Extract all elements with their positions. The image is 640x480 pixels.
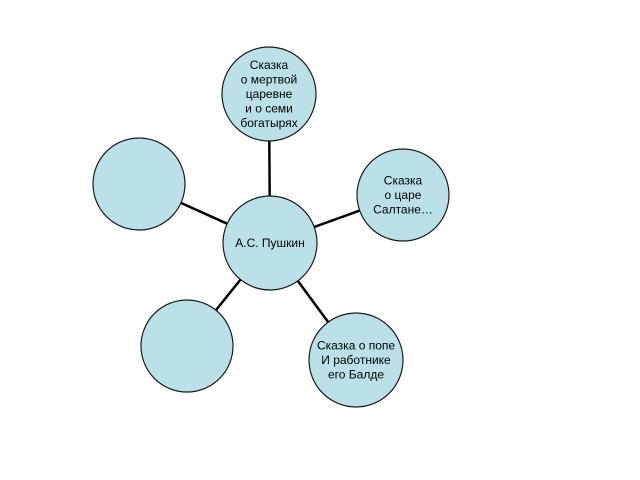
- connector-bottom-right: [296, 280, 330, 323]
- connector-left: [180, 201, 228, 225]
- center-node: А.С. Пушкин: [222, 195, 318, 291]
- center-node-circle: [222, 195, 318, 291]
- connector-bottom-left: [214, 278, 242, 311]
- node-label-line: И работнике: [321, 353, 391, 367]
- node-bottom-left: [140, 299, 234, 393]
- node-label-line: Сказка: [384, 174, 423, 188]
- node-label-line: о мертвой: [241, 73, 297, 87]
- node-circle-bottom-left: [140, 299, 234, 393]
- node-circle-right: [356, 148, 450, 242]
- node-circle-left: [92, 137, 186, 231]
- node-label-line: его Балде: [328, 368, 384, 382]
- node-left: [92, 137, 186, 231]
- node-label-line: богатырях: [240, 116, 297, 130]
- node-circle-top: [221, 46, 317, 142]
- node-label-line: и о семи: [245, 102, 293, 116]
- node-label-line: Сказка о попе: [317, 339, 395, 353]
- node-label-line: царевне: [246, 87, 293, 101]
- center-node-label: А.С. Пушкин: [235, 236, 305, 250]
- connectors: [180, 140, 361, 323]
- node-label-line: Сказка: [250, 58, 289, 72]
- node-label-line: о царе: [385, 188, 422, 202]
- node-label-line: Салтане…: [373, 203, 433, 217]
- connector-right: [313, 209, 361, 229]
- node-circle-bottom-right: [308, 312, 404, 408]
